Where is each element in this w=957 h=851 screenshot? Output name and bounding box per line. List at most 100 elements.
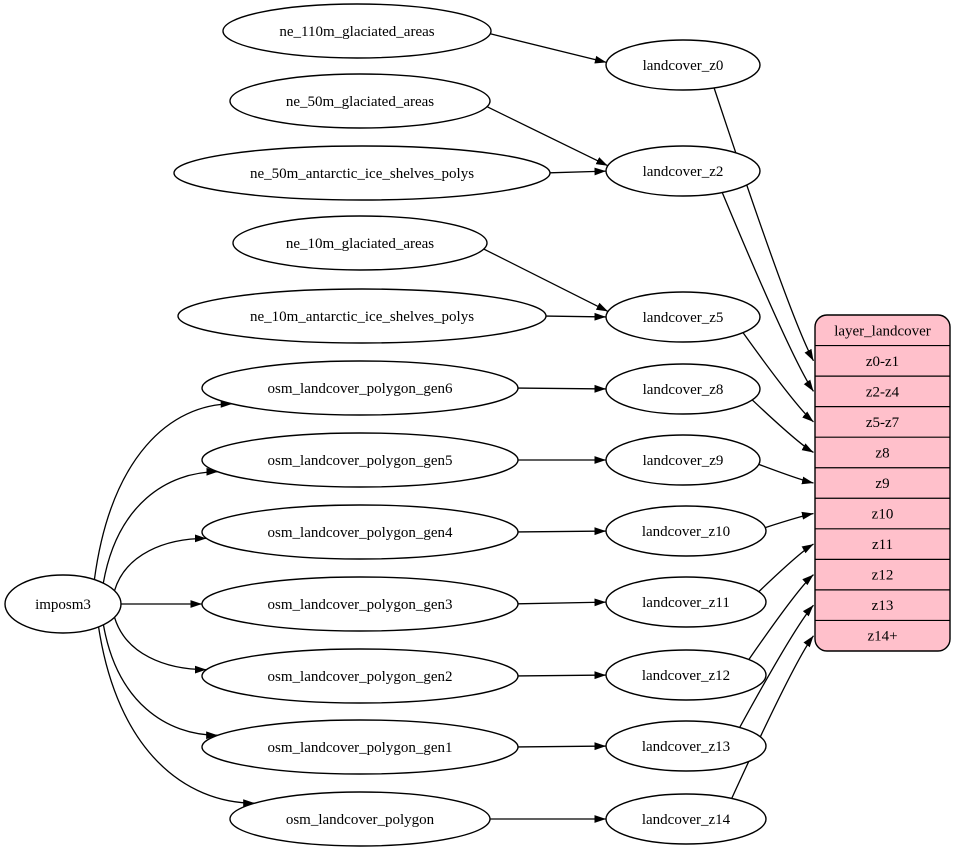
record-row-z11: z11: [872, 537, 893, 553]
node-shape-landcover-z8: [605, 363, 761, 415]
node-shape-landcover-z13: [605, 720, 767, 772]
node-shape-osm-landcover-polygon-gen6: [201, 360, 519, 416]
node-label-landcover-z5: landcover_z5: [643, 310, 724, 326]
edge-ne-10m-glaciated-areas-to-landcover-z5: [483, 248, 609, 312]
edge-landcover-z2-to-layer-landcover-z2-z4: [721, 192, 815, 392]
edge-landcover-z5-to-layer-landcover-z5-z7: [742, 332, 814, 423]
edge-landcover-z10-to-layer-landcover-z10: [765, 511, 814, 529]
edge-landcover-z0-to-layer-landcover-z0-z1: [713, 87, 815, 362]
node-label-osm-landcover-polygon-gen4: osm_landcover_polygon_gen4: [268, 525, 453, 541]
edge-imposm3-to-osm-landcover-polygon-gen5: [102, 467, 218, 584]
edge-layer: [93, 33, 815, 823]
edge-ne-10m-antarctic-ice-shelves-polys-to-landcover-z5: [545, 312, 607, 321]
node-label-ne-10m-antarctic-ice-shelves-polys: ne_10m_antarctic_ice_shelves_polys: [250, 309, 474, 325]
node-ne-10m-glaciated-areas: ne_10m_glaciated_areas: [232, 215, 488, 271]
edge-osm-landcover-polygon-gen2-to-landcover-z12: [517, 671, 607, 680]
node-shape-osm-landcover-polygon-gen4: [201, 504, 519, 560]
node-label-osm-landcover-polygon-gen2: osm_landcover_polygon_gen2: [268, 669, 453, 685]
node-landcover-z14: landcover_z14: [605, 793, 767, 845]
node-label-ne-50m-antarctic-ice-shelves-polys: ne_50m_antarctic_ice_shelves_polys: [250, 166, 474, 182]
node-shape-ne-10m-antarctic-ice-shelves-polys: [177, 288, 547, 344]
node-label-landcover-z9: landcover_z9: [643, 453, 724, 469]
node-shape-landcover-z2: [605, 145, 761, 197]
edge-imposm3-to-osm-landcover-polygon: [97, 626, 255, 808]
record-row-z0-z1: z0-z1: [866, 354, 899, 370]
edge-landcover-z14-to-layer-landcover-z14: [731, 635, 815, 799]
record-row-z10: z10: [872, 507, 894, 523]
edge-imposm3-to-osm-landcover-polygon-gen2: [113, 617, 207, 674]
node-ne-10m-antarctic-ice-shelves-polys: ne_10m_antarctic_ice_shelves_polys: [177, 288, 547, 344]
node-shape-ne-50m-glaciated-areas: [229, 73, 491, 129]
node-osm-landcover-polygon-gen4: osm_landcover_polygon_gen4: [201, 504, 519, 560]
record-row-z13: z13: [872, 598, 894, 614]
node-shape-ne-110m-glaciated-areas: [222, 3, 492, 59]
node-label-landcover-z10: landcover_z10: [642, 524, 730, 540]
record-node-layer-landcover: layer_landcover z0-z1 z2-z4 z5-z7 z8 z9 z10 z11…: [814, 314, 951, 652]
node-shape-landcover-z9: [605, 434, 761, 486]
node-shape-osm-landcover-polygon-gen3: [201, 576, 519, 632]
node-label-osm-landcover-polygon-gen3: osm_landcover_polygon_gen3: [268, 597, 453, 613]
node-osm-landcover-polygon-gen3: osm_landcover_polygon_gen3: [201, 576, 519, 632]
node-landcover-z8: landcover_z8: [605, 363, 761, 415]
node-landcover-z0: landcover_z0: [605, 39, 761, 91]
node-landcover-z10: landcover_z10: [605, 505, 767, 557]
node-osm-landcover-polygon-gen2: osm_landcover_polygon_gen2: [201, 648, 519, 704]
node-label-osm-landcover-polygon-gen1: osm_landcover_polygon_gen1: [268, 740, 453, 756]
node-imposm3: imposm3: [4, 574, 122, 634]
node-label-landcover-z12: landcover_z12: [642, 668, 730, 684]
node-label-landcover-z13: landcover_z13: [642, 739, 730, 755]
record-outline: [814, 314, 951, 652]
edge-imposm3-to-osm-landcover-polygon-gen1: [102, 624, 218, 740]
record-row-z2-z4: z2-z4: [866, 384, 900, 400]
node-osm-landcover-polygon-gen5: osm_landcover_polygon_gen5: [201, 432, 519, 488]
edge-imposm3-to-osm-landcover-polygon-gen6: [93, 399, 233, 580]
node-ne-50m-antarctic-ice-shelves-polys: ne_50m_antarctic_ice_shelves_polys: [173, 145, 551, 201]
record-row-z14: z14+: [867, 629, 897, 645]
node-shape-ne-10m-glaciated-areas: [232, 215, 488, 271]
node-shape-osm-landcover-polygon: [229, 791, 491, 847]
record-row-z8: z8: [875, 445, 889, 461]
edge-ne-50m-glaciated-areas-to-landcover-z2: [486, 106, 609, 167]
node-ne-50m-glaciated-areas: ne_50m_glaciated_areas: [229, 73, 491, 129]
node-label-landcover-z2: landcover_z2: [643, 164, 724, 180]
node-osm-landcover-polygon-gen6: osm_landcover_polygon_gen6: [201, 360, 519, 416]
edge-landcover-z11-to-layer-landcover-z11: [758, 543, 814, 593]
node-label-landcover-z8: landcover_z8: [643, 382, 724, 398]
edge-ne-50m-antarctic-ice-shelves-polys-to-landcover-z2: [549, 167, 607, 176]
node-label-ne-50m-glaciated-areas: ne_50m_glaciated_areas: [286, 94, 434, 110]
node-landcover-z12: landcover_z12: [605, 649, 767, 701]
edge-imposm3-to-osm-landcover-polygon-gen4: [113, 534, 207, 591]
node-label-osm-landcover-polygon-gen6: osm_landcover_polygon_gen6: [268, 381, 453, 397]
node-shape-osm-landcover-polygon-gen5: [201, 432, 519, 488]
edge-landcover-z12-to-layer-landcover-z12: [748, 574, 814, 660]
record-row-z5-z7: z5-z7: [866, 415, 900, 431]
node-landcover-z2: landcover_z2: [605, 145, 761, 197]
node-shape-landcover-z14: [605, 793, 767, 845]
node-landcover-z11: landcover_z11: [605, 576, 767, 628]
node-shape-osm-landcover-polygon-gen1: [201, 719, 519, 775]
node-label-landcover-z14: landcover_z14: [642, 812, 731, 828]
edge-landcover-z9-to-layer-landcover-z9: [758, 463, 814, 485]
node-shape-landcover-z10: [605, 505, 767, 557]
node-label-landcover-z11: landcover_z11: [642, 595, 730, 611]
node-landcover-z9: landcover_z9: [605, 434, 761, 486]
node-label-imposm3: imposm3: [35, 597, 91, 613]
node-shape-landcover-z5: [605, 291, 761, 343]
edge-osm-landcover-polygon-gen4-to-landcover-z10: [517, 527, 607, 536]
node-landcover-z5: landcover_z5: [605, 291, 761, 343]
node-shape-landcover-z11: [605, 576, 767, 628]
node-label-ne-110m-glaciated-areas: ne_110m_glaciated_areas: [279, 24, 434, 40]
node-shape-osm-landcover-polygon-gen2: [201, 648, 519, 704]
edge-osm-landcover-polygon-gen3-to-landcover-z11: [517, 598, 607, 607]
node-label-osm-landcover-polygon: osm_landcover_polygon: [286, 812, 435, 828]
record-title: layer_landcover: [834, 323, 931, 339]
edge-landcover-z13-to-layer-landcover-z13: [739, 604, 814, 728]
edge-osm-landcover-polygon-gen6-to-landcover-z8: [517, 384, 607, 393]
node-shape-ne-50m-antarctic-ice-shelves-polys: [173, 145, 551, 201]
record-row-z9: z9: [875, 476, 889, 492]
node-landcover-z13: landcover_z13: [605, 720, 767, 772]
edge-landcover-z8-to-layer-landcover-z8: [751, 399, 814, 454]
node-label-ne-10m-glaciated-areas: ne_10m_glaciated_areas: [286, 236, 434, 252]
